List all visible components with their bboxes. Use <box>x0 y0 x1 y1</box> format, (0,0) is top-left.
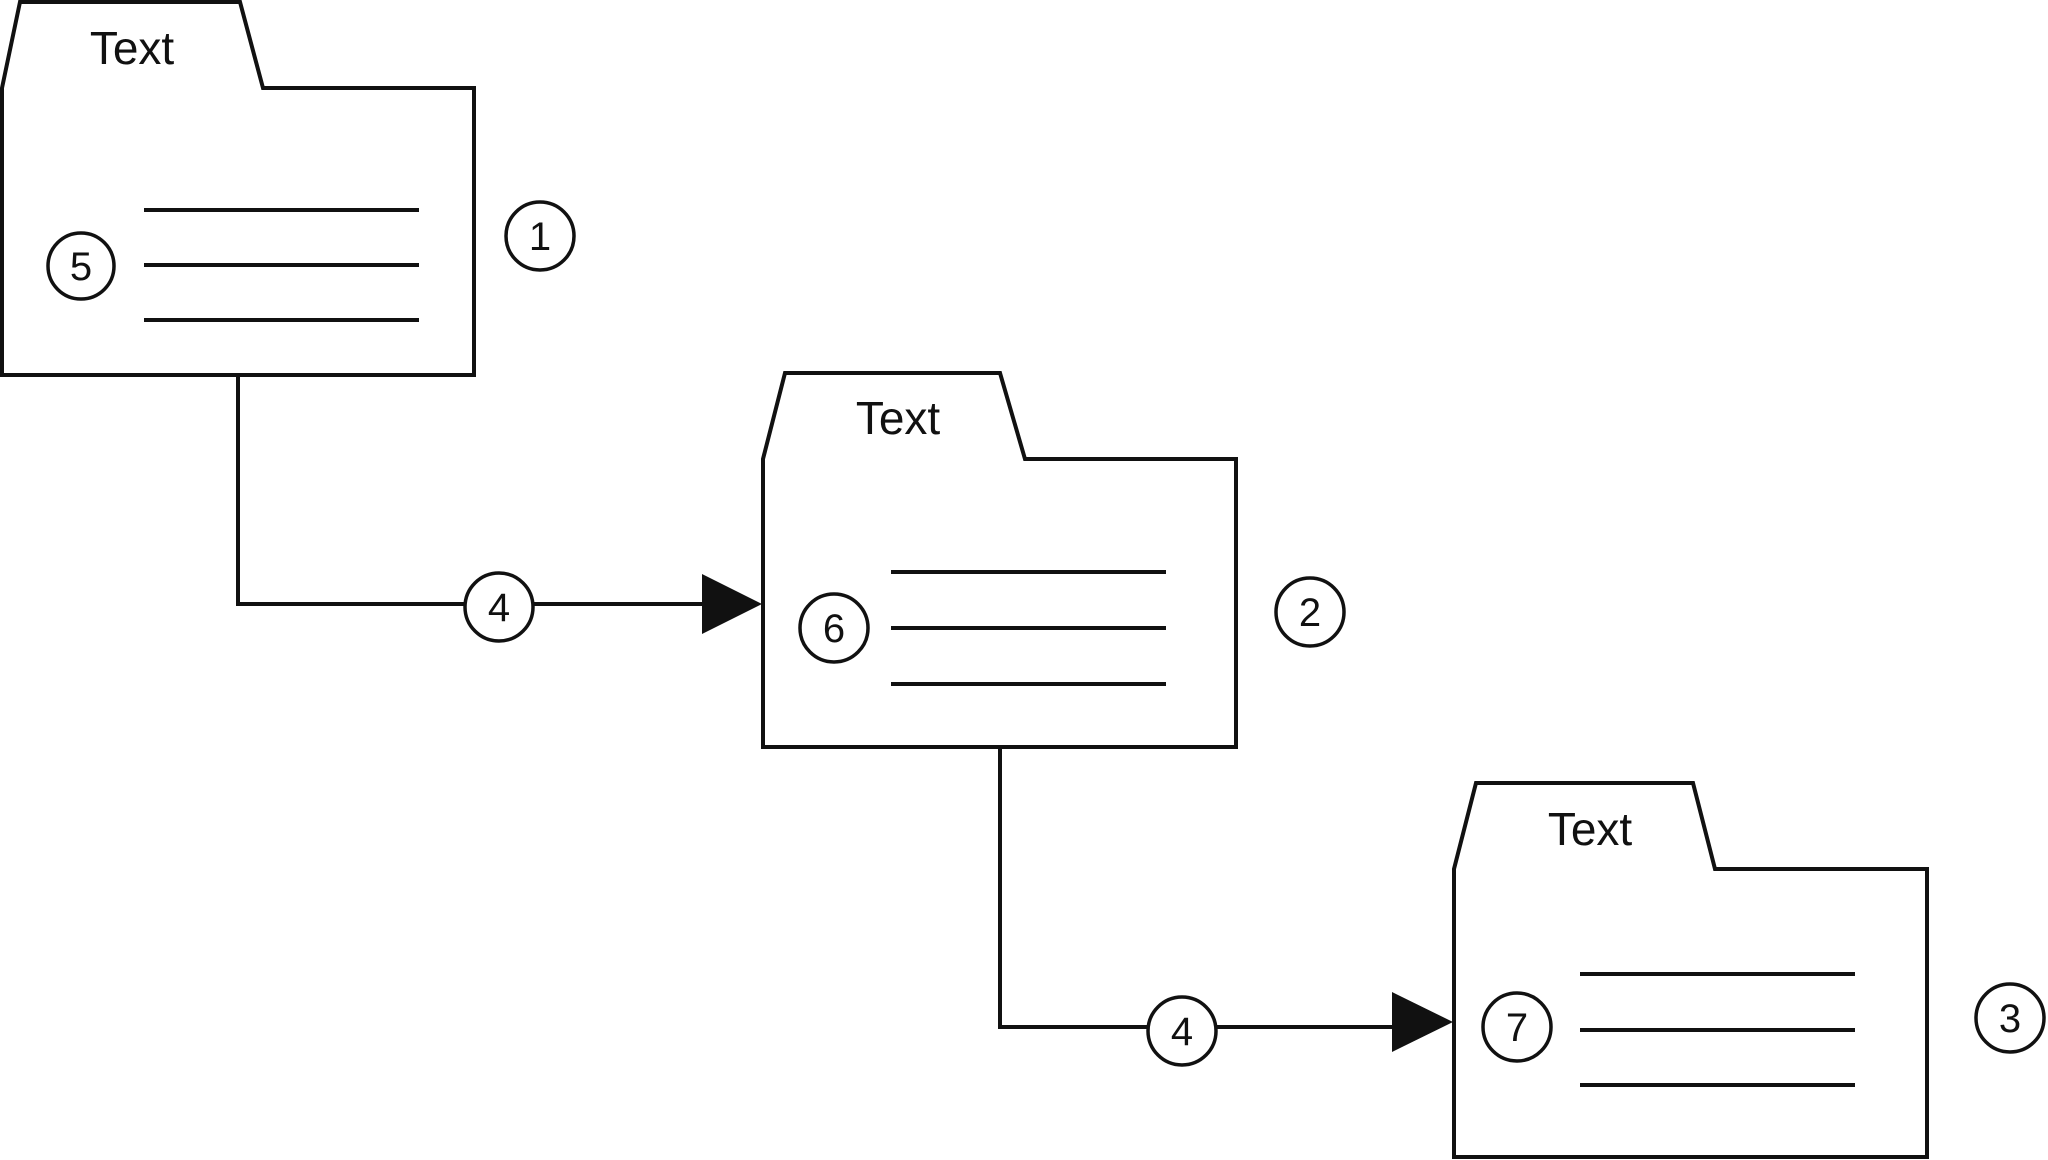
folder-1-lines <box>144 208 419 322</box>
folder-1-callout-circle <box>504 200 576 272</box>
folder-1-callout-number: 1 <box>529 215 551 259</box>
folder-3-lines <box>1580 972 1855 1087</box>
folder-3-tab-label: Text <box>1548 803 1633 855</box>
connector-2-arrowhead <box>1392 992 1453 1052</box>
folder-2-callout-number: 2 <box>1299 591 1321 635</box>
folder-2-marker-number: 6 <box>823 607 845 651</box>
folder-1-marker: 5 <box>46 231 116 301</box>
folder-2-callout: 2 <box>1274 576 1346 648</box>
folder-3-marker-circle <box>1481 991 1553 1063</box>
folder-3-outline <box>1452 781 1929 1159</box>
connector-2-label-circle <box>1146 995 1218 1067</box>
folder-3: Text 7 3 <box>1452 781 2046 1159</box>
connector-1: 4 <box>236 375 762 643</box>
folder-2: Text 6 2 <box>761 371 1346 749</box>
connector-2-line <box>998 747 1395 1029</box>
connector-1-label-circle <box>463 571 535 643</box>
folder-1-marker-circle <box>46 231 116 301</box>
folder-1-callout: 1 <box>504 200 576 272</box>
folder-1: Text 5 1 <box>0 0 576 377</box>
folder-2-lines <box>891 570 1166 686</box>
folder-2-tab-label: Text <box>856 392 941 444</box>
folder-2-marker-circle <box>798 592 870 664</box>
folder-3-callout-circle <box>1974 982 2046 1054</box>
folder-2-marker: 6 <box>798 592 870 664</box>
folder-3-callout-number: 3 <box>1999 997 2021 1041</box>
folder-1-outline <box>0 0 476 377</box>
connector-2: 4 <box>998 747 1453 1067</box>
connector-1-label: 4 <box>488 586 510 630</box>
folder-1-marker-number: 5 <box>70 245 92 289</box>
folder-3-marker: 7 <box>1481 991 1553 1063</box>
folder-3-marker-number: 7 <box>1506 1006 1528 1050</box>
connector-2-label: 4 <box>1171 1010 1193 1054</box>
folder-3-callout: 3 <box>1974 982 2046 1054</box>
folder-1-tab-label: Text <box>90 22 175 74</box>
connector-1-line <box>236 375 705 606</box>
connector-1-arrowhead <box>702 574 762 634</box>
folder-2-outline <box>761 371 1238 749</box>
folder-2-callout-circle <box>1274 576 1346 648</box>
